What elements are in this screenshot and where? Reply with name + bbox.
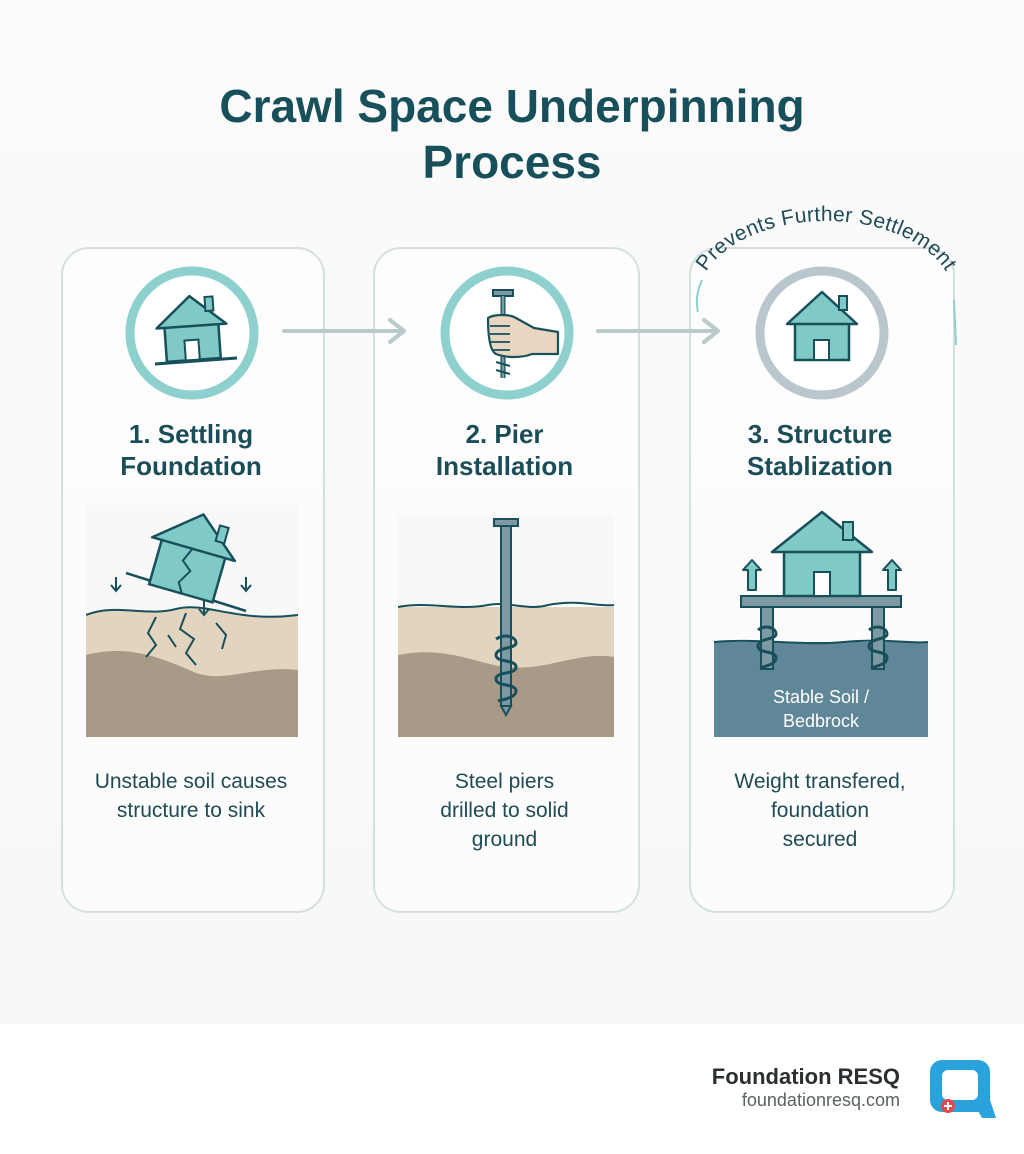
step-2-desc-line-3: ground [471,828,538,851]
brand-name: Foundation RESQ [711,1064,900,1089]
step-3-desc-line-2: foundation [770,799,870,822]
step-3-desc-line-1: Weight transfered, [734,770,906,793]
settling-soil-illustration [86,505,298,737]
stabilization-illustration: Stable Soil / Bedbrock [714,510,928,737]
tilted-house-icon [125,266,259,400]
step-1-description: Unstable soil causes structure to sink [61,767,321,825]
step-3-description: Weight transfered, foundation secured [689,767,951,854]
step-2-title: 2. Pier Installation [373,418,636,482]
page-title: Crawl Space Underpinning Process [0,78,1024,190]
step-1-desc-line-2: structure to sink [116,799,266,822]
title-line-1: Crawl Space Underpinning [219,80,805,132]
step-1-title-line-2: Foundation [120,451,262,481]
title-line-2: Process [422,136,602,188]
step-2-desc-line-1: Steel piers [454,770,555,793]
hand-drill-icon [440,266,574,400]
arrow-right-icon [596,318,720,344]
step-3-title-line-1: 3. Structure [747,419,893,449]
foundation-resq-logo-icon [930,1060,996,1118]
house-icon [755,266,889,400]
step-1-title: 1. Settling Foundation [61,418,321,482]
step-2-title-line-1: 2. Pier [465,419,544,449]
pier-installation-illustration [398,515,614,737]
soil-label-line-1: Stable Soil / [773,687,869,707]
brand-url: foundationresq.com [741,1090,900,1110]
step-1-desc-line-1: Unstable soil causes [94,770,288,793]
soil-label-line-2: Bedbrock [783,711,860,731]
arrow-right-icon [282,318,406,344]
footer-band [0,1024,1024,1154]
step-3-title-line-2: Stablization [747,451,893,481]
prevents-settlement-arc: Prevents Further Settlement [691,203,961,346]
step-1-title-line-1: 1. Settling [128,419,254,449]
step-2-description: Steel piers drilled to solid ground [373,767,636,854]
step-2-title-line-2: Installation [435,451,574,481]
step-3-desc-line-3: secured [782,828,858,851]
step-2-desc-line-2: drilled to solid [440,799,569,822]
step-3-title: 3. Structure Stablization [689,418,951,482]
